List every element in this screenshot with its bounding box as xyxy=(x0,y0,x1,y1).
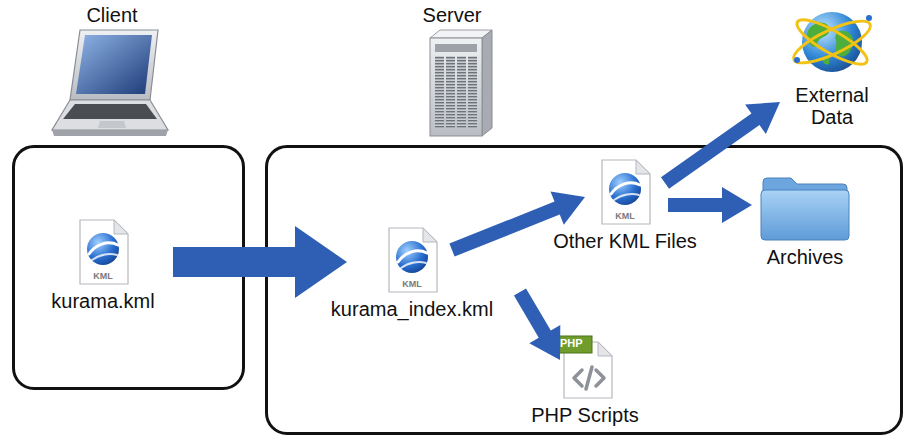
icon-badge-text: KML xyxy=(381,278,443,290)
folder-graphic xyxy=(759,172,851,242)
kml-icon: KML xyxy=(594,158,656,226)
file-icon-node: External Data xyxy=(782,2,882,128)
region-box: ServerKMLkurama_index.kmlKMLOther KML Fi… xyxy=(265,145,903,435)
flow-arrow xyxy=(668,187,752,223)
php-icon: PHP xyxy=(554,334,616,400)
file-icon-node: KML Other KML Files xyxy=(549,158,701,252)
file-label: kurama.kml xyxy=(51,290,154,312)
file-label: kurama_index.kml xyxy=(331,298,493,320)
kml-icon: KML xyxy=(72,218,134,286)
region-heading: Server xyxy=(423,4,482,26)
file-icon-node: KML kurama_index.kml xyxy=(327,226,497,320)
server-icon xyxy=(430,30,492,136)
file-label: External Data xyxy=(786,84,878,128)
file-label: Archives xyxy=(759,246,851,268)
folder-icon xyxy=(759,172,851,242)
icon-badge-text: PHP xyxy=(554,337,616,349)
flow-arrow xyxy=(661,102,780,189)
flow-arrow xyxy=(173,226,347,298)
region-box: ClientKMLkurama.kml xyxy=(12,145,245,390)
region-heading: Client xyxy=(86,4,137,26)
file-icon-node: KML kurama.kml xyxy=(47,218,158,312)
file-icon-node: Archives xyxy=(755,172,855,268)
icon-badge-text: KML xyxy=(72,270,134,282)
icon-badge-text: KML xyxy=(594,210,656,222)
file-icon-node: PHP PHP Scripts xyxy=(527,334,642,426)
file-label: PHP Scripts xyxy=(531,404,638,426)
globe-graphic xyxy=(787,2,877,80)
flow-arrow xyxy=(449,191,585,256)
laptop-icon xyxy=(52,30,168,136)
file-label: Other KML Files xyxy=(553,230,697,252)
kml-icon: KML xyxy=(381,226,443,294)
globe-icon xyxy=(787,2,877,80)
flow-arrow xyxy=(514,288,560,360)
